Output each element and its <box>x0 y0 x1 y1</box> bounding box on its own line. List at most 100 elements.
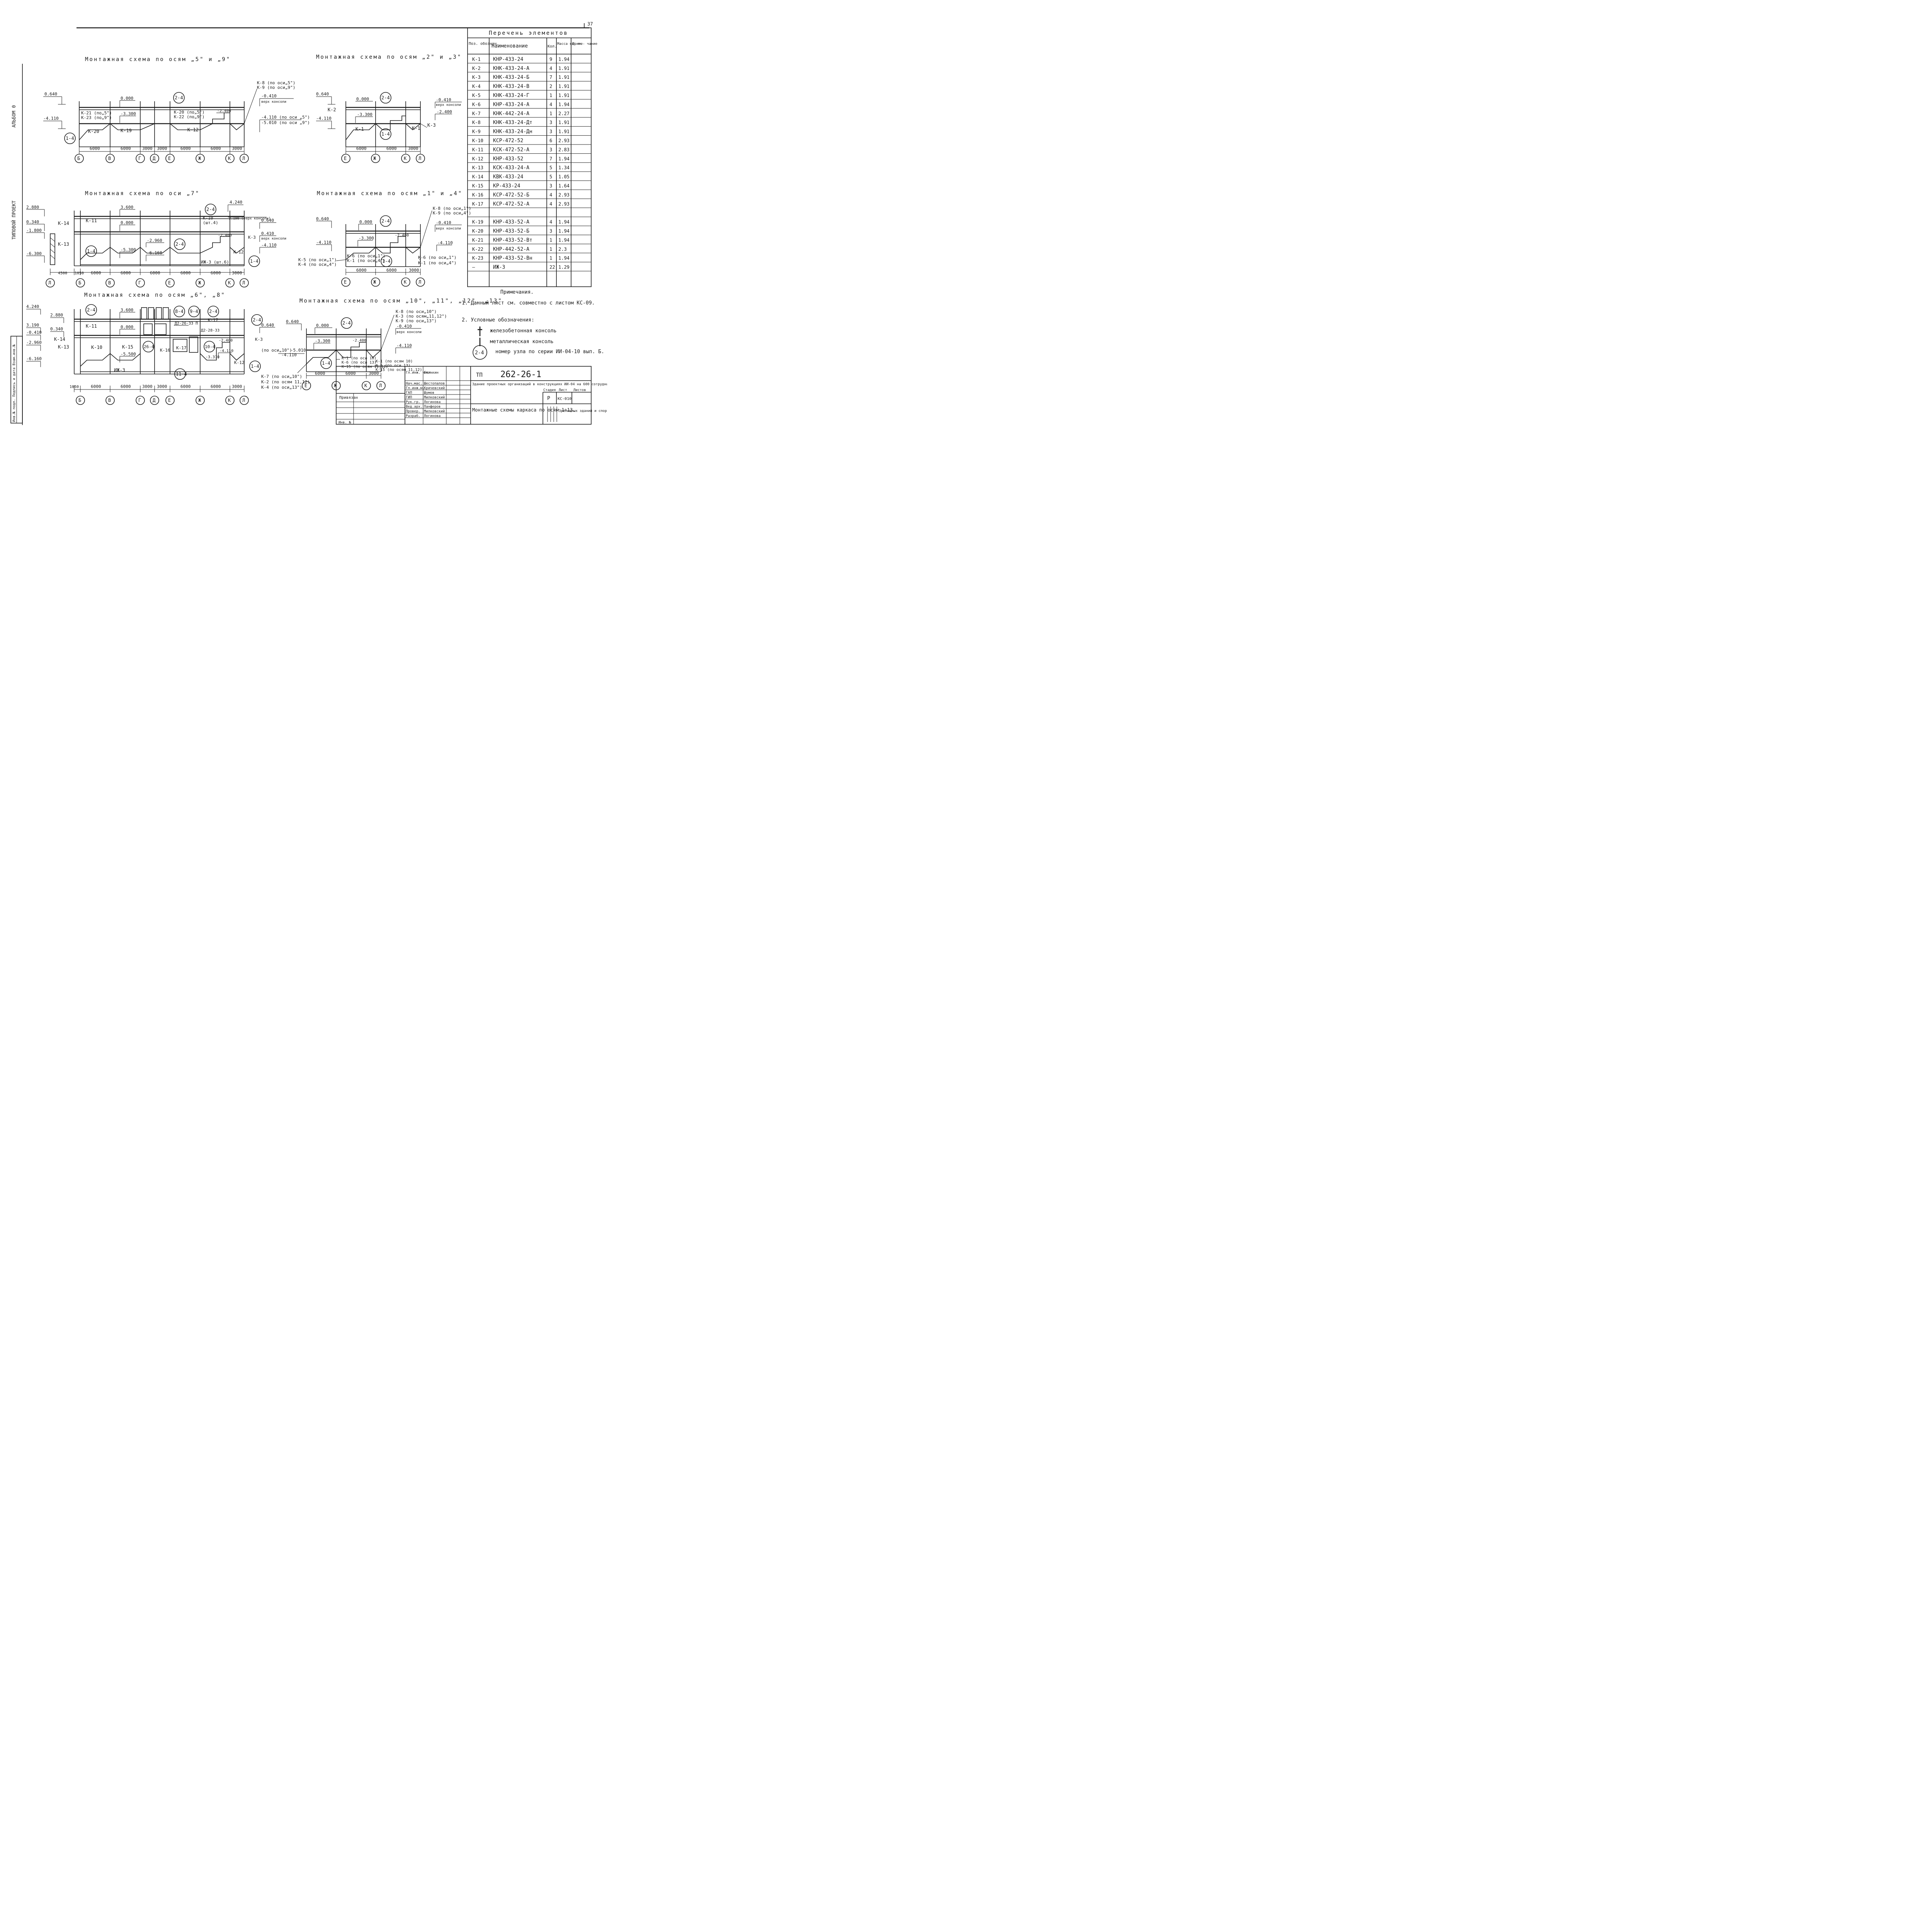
diagram-axes-5-9: Монтажная схема по осям „5" и „9" <box>43 56 310 163</box>
svg-text:6000: 6000 <box>180 270 191 276</box>
header-mass: Масса ед. т. <box>557 42 582 46</box>
sheet-value: КС-010 <box>558 397 571 401</box>
svg-text:6000: 6000 <box>386 146 397 151</box>
table-cell: K-8 <box>472 120 481 125</box>
table-cell: 4 <box>549 219 552 225</box>
svg-text:K-22 (по„9"): K-22 (по„9") <box>174 114 204 119</box>
table-cell: K-21 <box>472 237 483 243</box>
svg-text:6000: 6000 <box>315 371 325 376</box>
table-cell: 2.93 <box>558 138 570 143</box>
svg-text:6000: 6000 <box>180 384 191 389</box>
svg-text:Г: Г <box>138 280 141 286</box>
svg-text:K-11: K-11 <box>86 323 97 329</box>
svg-text:-0.410: -0.410 <box>436 97 451 102</box>
svg-text:2-4: 2-4 <box>381 218 390 224</box>
svg-text:2-4: 2-4 <box>175 95 183 100</box>
svg-text:-2.400: -2.400 <box>217 109 231 113</box>
sheet-title: Монтажные схемы каркаса по осям 1÷13. <box>472 407 575 413</box>
svg-text:K-9 (по оси„9"): K-9 (по оси„9") <box>257 85 295 90</box>
table-cell: K-15 <box>472 183 483 189</box>
svg-text:3.190 (верх консоли): 3.190 (верх консоли) <box>229 217 270 221</box>
svg-text:Г: Г <box>138 398 141 403</box>
staff-role: Гл.инж. чист. <box>406 371 433 375</box>
svg-text:-3.300: -3.300 <box>359 236 374 241</box>
svg-text:K-14: K-14 <box>58 221 69 226</box>
inv-label: Инв. № <box>338 421 351 425</box>
svg-text:6000: 6000 <box>90 146 100 151</box>
svg-text:-2.400: -2.400 <box>437 109 452 114</box>
svg-text:-5.010 (по оси „9"): -5.010 (по оси „9") <box>261 120 310 125</box>
svg-text:9-4: 9-4 <box>190 309 198 314</box>
svg-text:1-4: 1-4 <box>66 136 74 141</box>
svg-text:0.640: 0.640 <box>44 92 57 97</box>
svg-text:-0.410: -0.410 <box>261 94 277 99</box>
table-cell: 4 <box>549 66 552 71</box>
staff-name: Милковский <box>424 410 445 413</box>
table-cell: КНК-433-24-Дт <box>493 120 532 126</box>
title-number: 262-26-1 <box>500 370 541 379</box>
legend-metal-bracket: металлическая консоль <box>490 339 553 345</box>
svg-text:-6.160: -6.160 <box>26 356 42 361</box>
table-cell: 1.94 <box>558 255 570 261</box>
svg-text:3.600: 3.600 <box>121 205 133 210</box>
svg-text:6000: 6000 <box>121 384 131 389</box>
table-cell: 5 <box>549 165 552 170</box>
svg-text:6000: 6000 <box>356 268 367 273</box>
svg-text:-5.010: -5.010 <box>291 348 306 353</box>
svg-text:K-1: K-1 <box>412 126 420 131</box>
svg-text:-2.400: -2.400 <box>218 233 232 238</box>
svg-text:К: К <box>228 156 231 161</box>
notes-title: Примечания. <box>500 289 534 295</box>
svg-text:-4.110: -4.110 <box>219 349 233 353</box>
staff-name: Глинкин <box>424 371 439 375</box>
diagram-title: Монтажная схема по осям „10", „11", „12"… <box>299 298 503 304</box>
svg-text:0.000: 0.000 <box>359 219 372 224</box>
diagram-title: Монтажная схема по оси „7" <box>85 190 200 197</box>
table-cell: 3 <box>549 129 552 134</box>
svg-text:6000: 6000 <box>121 146 131 151</box>
stage-label: Стадия <box>543 388 556 392</box>
svg-text:K-2 (по осям 11,12): K-2 (по осям 11,12) <box>261 379 310 384</box>
staff-name: Шестопалов <box>424 382 445 386</box>
svg-text:1050: 1050 <box>75 271 84 276</box>
svg-text:K-13: K-13 <box>58 242 69 247</box>
title-code: ТП <box>476 372 483 378</box>
svg-text:6000: 6000 <box>211 270 221 276</box>
table-cell: 3 <box>549 183 552 189</box>
svg-text:Б: Б <box>78 398 81 403</box>
svg-text:3000: 3000 <box>157 384 167 389</box>
page-number: 37 <box>587 21 593 27</box>
svg-text:К: К <box>364 383 367 388</box>
legend-concrete-bracket: железобетонная консоль <box>490 328 556 334</box>
svg-text:K-20 (по„5"): K-20 (по„5") <box>174 110 204 115</box>
table-cell: K-2 <box>472 66 481 71</box>
stage-value: Р <box>547 396 550 401</box>
header-qty: Кол. <box>548 44 557 49</box>
table-cell: КНК-433-24-Г <box>493 93 529 99</box>
svg-text:Ж: Ж <box>373 156 376 161</box>
svg-text:-1.800: -1.800 <box>26 228 42 233</box>
svg-text:K-12: K-12 <box>233 250 244 255</box>
svg-text:Ж: Ж <box>198 156 201 161</box>
svg-text:К: К <box>228 280 231 286</box>
svg-text:0.640: 0.640 <box>316 216 329 221</box>
table-cell: 2 <box>549 84 552 89</box>
staff-name: Панферов <box>424 405 440 409</box>
table-cell: K-13 <box>472 165 483 170</box>
svg-text:-4.110: -4.110 <box>316 240 332 245</box>
table-cell: 2.93 <box>558 192 570 197</box>
svg-text:K-15 (по осям 11,12): K-15 (по осям 11,12) <box>376 368 422 372</box>
svg-text:-2.400: -2.400 <box>352 338 366 343</box>
table-cell: 1.94 <box>558 219 570 225</box>
svg-text:K-17: K-17 <box>208 318 218 323</box>
svg-text:(шт.4): (шт.4) <box>203 220 218 225</box>
svg-text:K-3: K-3 <box>427 122 436 128</box>
svg-text:-4.110: -4.110 <box>261 243 277 248</box>
